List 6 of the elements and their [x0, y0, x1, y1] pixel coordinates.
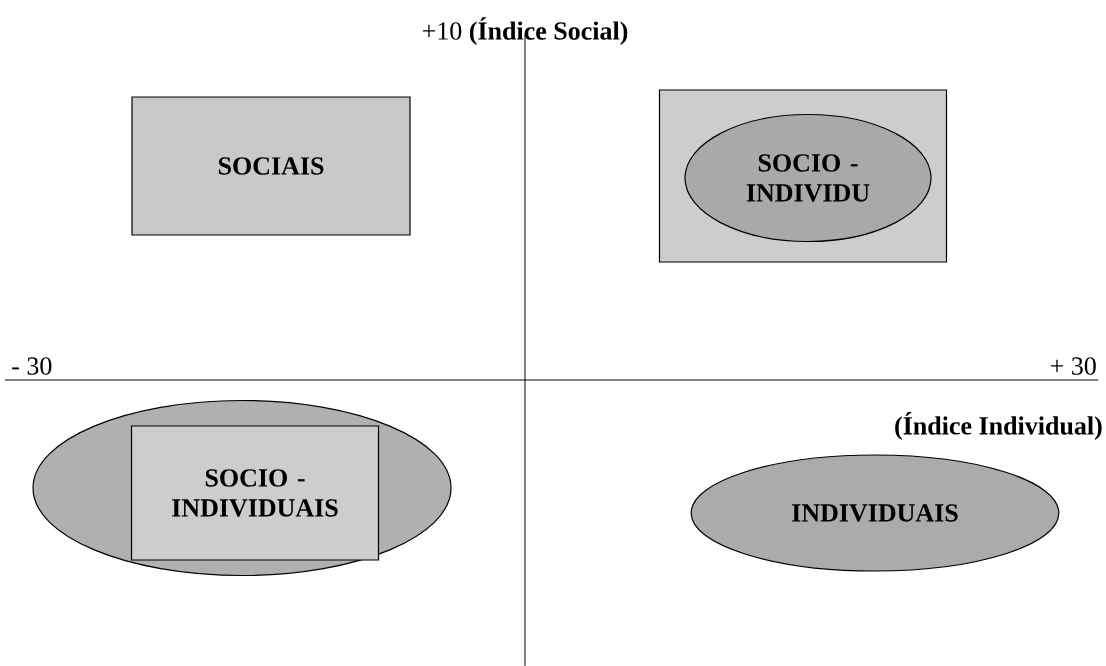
axis-label: (Índice Individual) [895, 412, 1102, 440]
box: SOCIO - INDIVIDUAIS [130, 425, 380, 561]
axis-label: +10 (Índice Social) [422, 17, 628, 46]
box: SOCIAIS [131, 96, 411, 236]
axis-label: - 30 [12, 357, 52, 375]
axis-label: + 30 [1050, 357, 1096, 375]
